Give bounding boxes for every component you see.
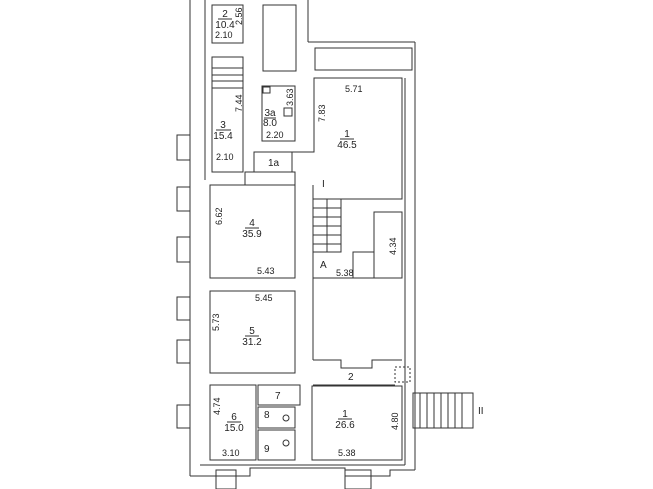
stair-label: II <box>478 406 484 417</box>
room-3a: 3a 8.0 3.63 2.20 <box>261 85 296 142</box>
dimension: 5.43 <box>257 266 275 276</box>
dimension: 7.44 <box>234 94 244 112</box>
stair-label: I <box>322 179 325 190</box>
room-number: 2 <box>222 9 228 20</box>
dimension: 5.73 <box>211 313 221 331</box>
room-1-bottom: 1 26.6 4.80 5.38 <box>311 385 403 461</box>
room-9: 9 <box>257 429 296 461</box>
dimension: 7.83 <box>317 104 327 122</box>
room-8: 8 <box>257 406 296 429</box>
window-stubs <box>176 134 372 489</box>
room-7: 7 <box>257 384 301 406</box>
dimension: 3.10 <box>222 448 240 458</box>
shaft <box>262 4 297 72</box>
dimension: 5.45 <box>255 293 273 303</box>
room-area: 46.5 <box>337 140 357 151</box>
room-number: 2 <box>348 372 354 383</box>
room-1-top: 5.71 7.83 1 46.5 <box>292 77 403 200</box>
room-area: 10.4 <box>215 20 235 31</box>
dimension: 2.10 <box>216 152 234 162</box>
room-number: 5 <box>249 326 255 337</box>
stair-area-label: A <box>320 260 327 271</box>
room-area: 35.9 <box>242 229 262 240</box>
outer-walls <box>189 0 416 477</box>
room-number: 3a <box>264 108 276 119</box>
dimension: 3.63 <box>285 88 295 106</box>
room-number: 7 <box>275 391 281 402</box>
dimension: 2.10 <box>215 30 233 40</box>
dimension: 5.38 <box>338 448 356 458</box>
dimension: 4.34 <box>388 237 398 255</box>
room-area: 26.6 <box>335 420 355 431</box>
room-number: 4 <box>249 218 255 229</box>
room-2-top: 2 10.4 2.56 2.10 <box>211 4 244 44</box>
dimension: 4.80 <box>390 412 400 430</box>
room-number: 8 <box>264 410 270 421</box>
room-2-corridor: 2 <box>313 359 411 386</box>
room-6: 4.74 6 15.0 3.10 <box>209 384 257 461</box>
stair-ii: II <box>412 392 484 429</box>
room-5: 5.45 5.73 5 31.2 <box>209 290 296 374</box>
dimension: 6.62 <box>214 207 224 225</box>
room-number: 3 <box>220 120 226 131</box>
room-number: 6 <box>231 412 237 423</box>
stair-block-i: I A 5.38 4.34 <box>312 179 403 360</box>
room-area: 8.0 <box>263 118 277 129</box>
room-number: 9 <box>264 444 270 455</box>
dimension: 2.20 <box>266 130 284 140</box>
dimension: 5.71 <box>345 84 363 94</box>
room-number: 1 <box>344 129 350 140</box>
room-number: 1a <box>268 158 280 169</box>
room-area: 15.4 <box>213 131 233 142</box>
room-3: 3 15.4 7.44 2.10 <box>211 56 244 173</box>
room-4: 6.62 4 35.9 5.43 <box>209 171 296 279</box>
room-area: 15.0 <box>224 423 244 434</box>
room-area: 31.2 <box>242 337 262 348</box>
room-number: 1 <box>342 409 348 420</box>
dimension: 4.74 <box>212 397 222 415</box>
dimension: 5.38 <box>336 268 354 278</box>
dimension: 2.56 <box>234 7 244 25</box>
room-1a: 1a <box>253 151 293 173</box>
